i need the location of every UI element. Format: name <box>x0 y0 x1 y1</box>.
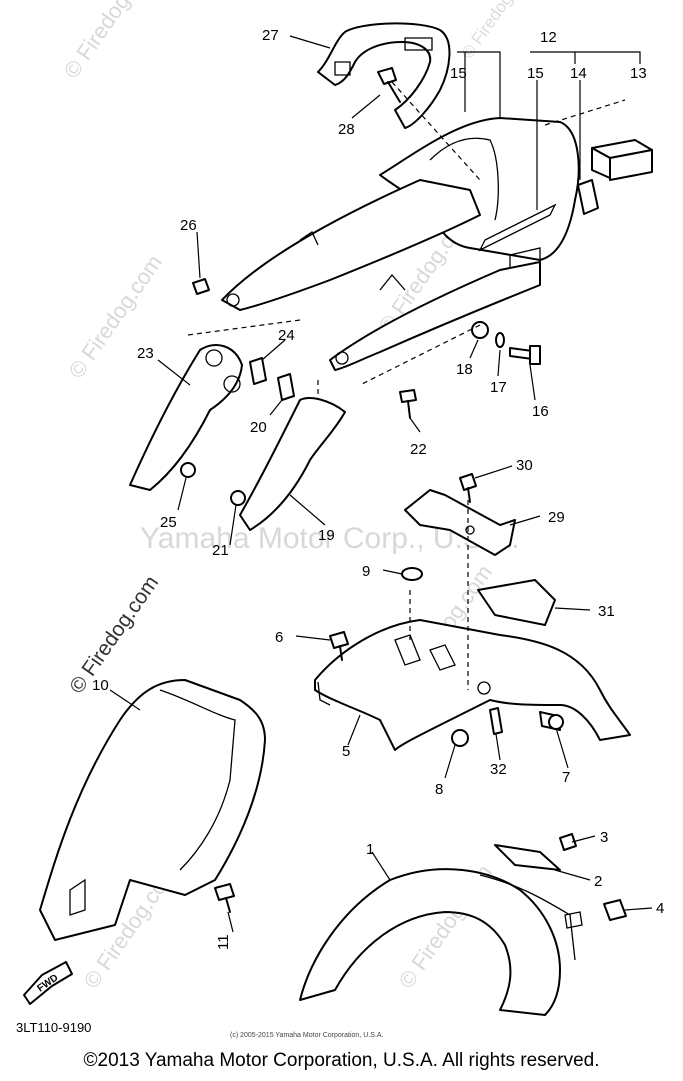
callout-7: 7 <box>562 769 570 786</box>
part-28-bolt <box>377 67 401 103</box>
callout-23: 23 <box>137 345 154 362</box>
part-25-grommet <box>180 462 196 478</box>
callout-11: 11 <box>215 934 232 950</box>
watermark-firedog-dark: © Firedog.com <box>65 572 163 698</box>
part-22-bolt <box>399 389 417 419</box>
callout-32: 32 <box>490 761 507 778</box>
part-3-bolt <box>559 833 577 851</box>
callout-21: 21 <box>212 542 229 559</box>
callout-17: 17 <box>490 379 507 396</box>
part-29-bracket <box>404 489 516 556</box>
part-10-inner-fender <box>39 679 266 941</box>
part-16-bolt <box>509 345 541 365</box>
fwd-arrow: FWD <box>23 961 73 1005</box>
callout-30: 30 <box>516 457 533 474</box>
callout-1: 1 <box>366 841 374 858</box>
callout-19: 19 <box>318 527 335 544</box>
part-21-grommet <box>230 490 246 506</box>
part-17-washer <box>495 332 505 348</box>
callout-14: 14 <box>570 65 587 82</box>
leader-lines <box>109 35 653 933</box>
part-13-block <box>591 139 653 181</box>
callout-27: 27 <box>262 27 279 44</box>
copyright-notice: ©2013 Yamaha Motor Corporation, U.S.A. A… <box>83 1050 600 1071</box>
callout-31: 31 <box>598 603 615 620</box>
callout-15b: 15 <box>527 65 544 82</box>
callout-2: 2 <box>594 873 602 890</box>
callout-8: 8 <box>435 781 443 798</box>
watermark-firedog-7: © Firedog.com <box>458 0 538 62</box>
part-5-rear-fender-tray <box>314 619 631 751</box>
callout-29: 29 <box>548 509 565 526</box>
part-24-spacer <box>249 357 267 385</box>
part-6-bolt <box>329 631 349 661</box>
callout-3: 3 <box>600 829 608 846</box>
part-30-bolt <box>459 473 477 503</box>
callout-18: 18 <box>456 361 473 378</box>
callout-5: 5 <box>342 743 350 760</box>
callout-20: 20 <box>250 419 267 436</box>
callout-26: 26 <box>180 217 197 234</box>
callout-10: 10 <box>92 677 109 694</box>
small-credit: (c) 2005-2015 Yamaha Motor Corporation, … <box>230 1032 384 1039</box>
part-14-cushion <box>577 179 599 215</box>
part-7-bolt <box>539 711 564 731</box>
callout-16: 16 <box>532 403 549 420</box>
parts-diagram: © Firedog.com © Firedog.com © Firedog.co… <box>23 0 664 1016</box>
part-11-bolt <box>214 883 235 913</box>
part-9-grommet <box>401 567 423 581</box>
callout-12: 12 <box>540 29 557 46</box>
side-rail-upper <box>221 179 481 311</box>
part-32-bolt <box>489 707 503 735</box>
part-2-bracket <box>494 844 561 871</box>
part-26-bolt <box>192 278 210 295</box>
part-8-collar <box>451 729 469 747</box>
part-19-side-panel <box>239 397 346 531</box>
part-18-collar <box>471 321 489 339</box>
watermark-firedog-1: © Firedog.com <box>59 0 162 83</box>
side-rail-lower <box>329 261 541 371</box>
callout-13: 13 <box>630 65 647 82</box>
part-20-spacer <box>277 373 295 401</box>
callout-25: 25 <box>160 514 177 531</box>
callout-6: 6 <box>275 629 283 646</box>
dashed-guide-lines <box>187 81 626 690</box>
callout-labels: 27 12 15 15 14 13 28 26 24 23 18 17 16 2… <box>92 27 664 950</box>
callout-22: 22 <box>410 441 427 458</box>
watermark-firedog-2: © Firedog.com <box>64 250 167 383</box>
part-23-side-panel <box>129 344 243 491</box>
callout-15a: 15 <box>450 65 467 82</box>
diagram-code: 3LT110-9190 <box>16 1020 92 1035</box>
callout-28: 28 <box>338 121 355 138</box>
callout-4: 4 <box>656 900 664 917</box>
part-27-grab-bar <box>317 22 451 129</box>
part-31-reflector <box>477 579 556 626</box>
callout-9: 9 <box>362 563 370 580</box>
callout-24: 24 <box>278 327 295 344</box>
part-4-bolt <box>603 899 627 921</box>
